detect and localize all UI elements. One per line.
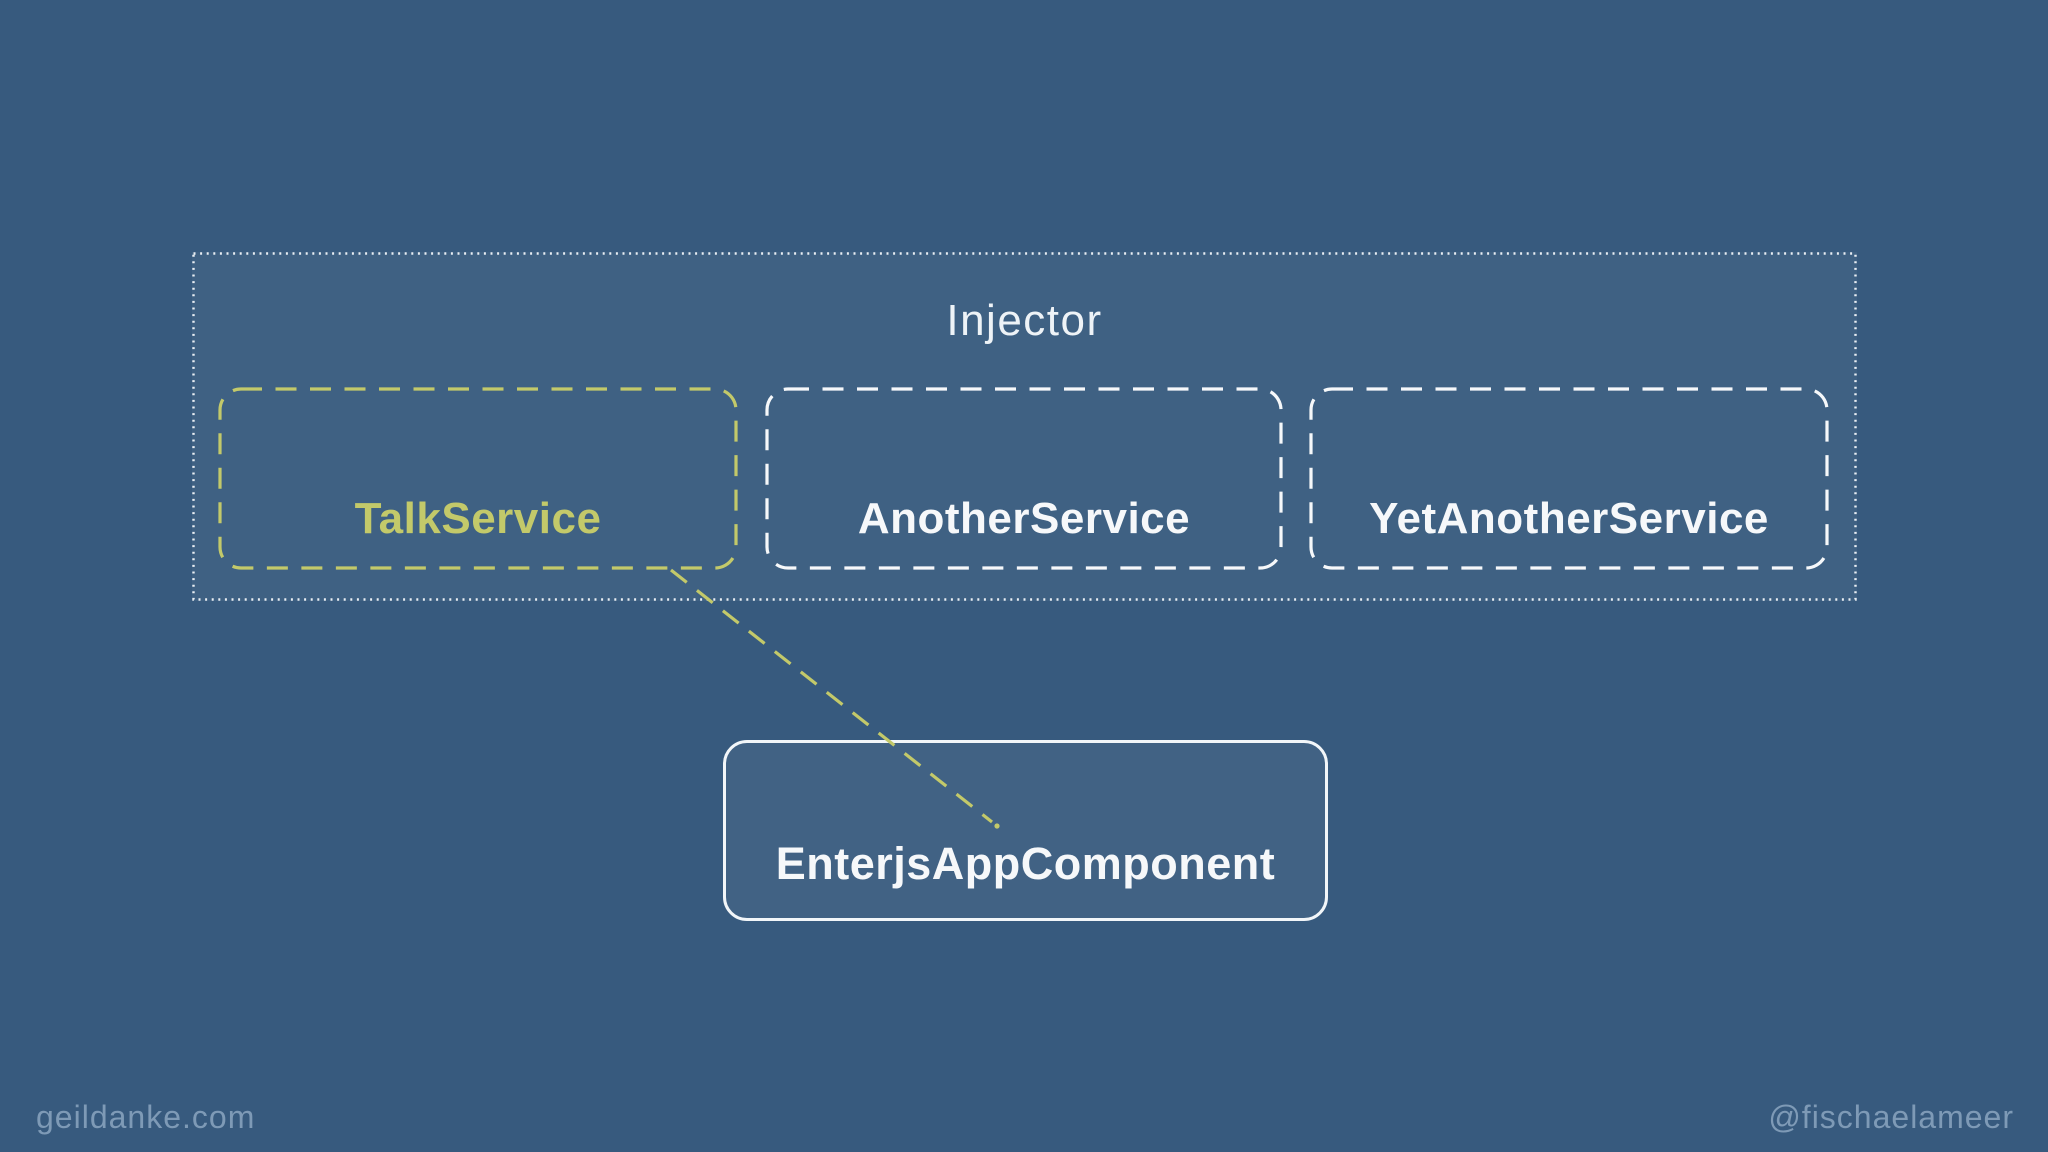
injector-title: Injector [946,296,1103,345]
dashed-border [1309,387,1829,570]
service-label-talkservice: TalkService [354,494,602,543]
component-box-enterjsappcomponent: EnterjsAppComponent [723,740,1328,921]
service-box-anotherservice: AnotherService [765,387,1283,570]
service-box-yetanotherservice: YetAnotherService [1309,387,1829,570]
dashed-border [765,387,1283,570]
injector-dotted-border [192,252,1857,601]
service-box-talkservice: TalkService [218,387,738,570]
component-label: EnterjsAppComponent [775,838,1276,889]
footer-site-text: geildanke.com [36,1099,256,1135]
footer-twitter-handle-text: @fischaelameer [1768,1099,2014,1135]
injector-container: Injector [192,252,1857,601]
dashed-border [218,387,738,570]
service-label-yetanotherservice: YetAnotherService [1369,494,1769,543]
service-label-anotherservice: AnotherService [857,494,1191,543]
